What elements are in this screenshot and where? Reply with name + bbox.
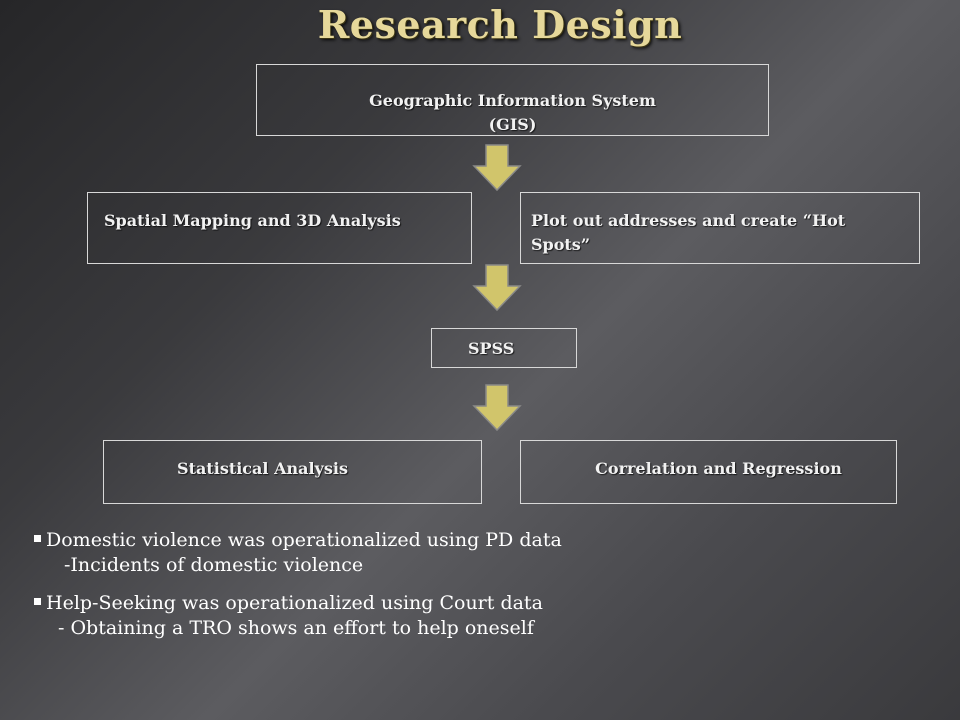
bullet-item: Help-Seeking was operationalized using C… <box>34 591 734 616</box>
spatial-mapping-box: Spatial Mapping and 3D Analysis <box>87 192 472 264</box>
bullet-text: Help-Seeking was operationalized using C… <box>46 592 543 615</box>
down-arrow-icon <box>472 264 522 312</box>
gis-box: Geographic Information System (GIS) <box>256 64 769 136</box>
bullet-item: Domestic violence was operationalized us… <box>34 528 734 553</box>
gis-label-line2: (GIS) <box>488 115 537 134</box>
bullet-subtext: - Obtaining a TRO shows an effort to hel… <box>58 617 534 640</box>
correlation-regression-box: Correlation and Regression <box>520 440 897 504</box>
plot-addresses-box: Plot out addresses and create “Hot Spots… <box>520 192 920 264</box>
gis-label-line1: Geographic Information System <box>369 91 656 110</box>
bullet-list: Domestic violence was operationalized us… <box>34 528 734 641</box>
statistical-analysis-box: Statistical Analysis <box>103 440 482 504</box>
bullet-subtext: -Incidents of domestic violence <box>64 553 364 576</box>
square-bullet-icon <box>34 535 41 542</box>
square-bullet-icon <box>34 598 41 606</box>
bullet-text: Domestic violence was operationalized us… <box>46 529 562 551</box>
spss-box: SPSS <box>431 328 577 368</box>
down-arrow-icon <box>472 384 522 432</box>
slide-title: Research Design <box>317 2 683 47</box>
down-arrow-icon <box>472 144 522 192</box>
